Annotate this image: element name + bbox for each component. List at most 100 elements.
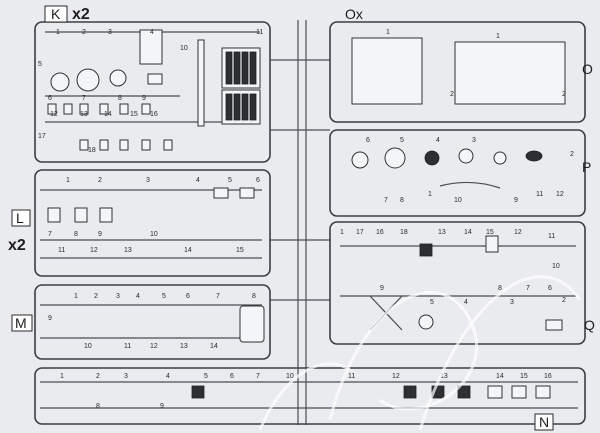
part-number: 3 [124,373,128,380]
part-number: 14 [210,343,218,350]
part-number: 7 [384,197,388,204]
sprue-l-block-part [74,207,88,223]
sprue-k-small-part [147,73,163,85]
sprue-n-runners [40,381,578,409]
part-number: 15 [236,247,244,254]
part-number: 16 [544,373,552,380]
part-number: 9 [514,197,518,204]
part-number: 1 [496,33,500,40]
sprue-m-runners [40,304,262,339]
part-number: 7 [48,231,52,238]
part-number: 2 [562,297,566,304]
sprue-k-count: x2 [72,6,90,23]
sprue-k-part-numbers: 1 2 3 4 5 6 7 8 9 10 11 12 13 14 15 16 1… [38,29,263,154]
part-number: 8 [74,231,78,238]
sprue-p-wheel-part [351,151,369,169]
part-number: 4 [150,29,154,36]
sprue-p-knob-part [525,150,543,162]
part-number: 18 [88,147,96,154]
part-number: 5 [38,61,42,68]
part-number: 9 [380,285,384,292]
part-number: 12 [50,111,58,118]
part-number: 17 [356,229,364,236]
sprue-l-count: x2 [8,237,26,254]
part-number: 1 [386,29,390,36]
part-number: 3 [510,299,514,306]
part-number: 5 [162,293,166,300]
part-number: 9 [142,95,146,102]
sprue-n-dark-part [457,385,471,399]
part-number: 4 [136,293,140,300]
part-number: 8 [252,293,256,300]
sprue-m-letter: M [15,315,27,331]
sprue-p-wheel-part [493,151,507,165]
part-number: 13 [438,229,446,236]
watermark [258,275,582,431]
part-number: 11 [58,247,65,254]
part-number: 14 [184,247,192,254]
part-number: 8 [498,285,502,292]
part-number: 12 [150,343,158,350]
sprue-n-part-numbers: 1 2 3 4 5 6 7 8 9 10 11 12 13 14 15 16 [60,373,552,410]
sprue-n-block-part [535,385,551,399]
part-number: 11 [536,191,543,198]
part-number: 2 [98,177,102,184]
part-number: 8 [118,95,122,102]
sprue-m: M 1 2 3 4 5 6 7 8 9 10 11 12 13 14 [11,284,271,360]
part-number: 1 [74,293,78,300]
part-number: 14 [104,111,112,118]
sprue-n-dark-part [403,385,417,399]
part-number: 16 [376,229,384,236]
sprue-l-small-part [213,187,229,199]
part-number: 3 [108,29,112,36]
part-number: 15 [130,111,138,118]
sprue-l: L x2 1 2 3 4 5 6 7 8 9 10 11 12 13 14 15 [8,169,271,277]
part-number: 1 [66,177,70,184]
sprue-m-part-numbers: 1 2 3 4 5 6 7 8 9 10 11 12 13 14 [48,293,256,350]
part-number: 6 [186,293,190,300]
part-number: 15 [486,229,494,236]
part-number: 2 [82,29,86,36]
part-number: 1 [340,229,344,236]
sprue-k-rod-part [197,39,205,127]
sprue-k-dial-part [109,69,127,87]
part-number: 2 [562,91,566,98]
sprue-m-frame-part [239,305,265,343]
part-number: 5 [430,299,434,306]
sprue-ox-plate-part [351,37,423,105]
part-number: 11 [256,29,263,36]
part-number: 10 [84,343,92,350]
sprue-l-runners [40,189,262,259]
part-number: 5 [400,137,404,144]
sprue-n-letter: N [539,414,549,430]
part-number: 10 [552,263,560,270]
sprue-n: N 1 2 3 4 5 6 7 8 9 10 11 12 13 14 15 16 [34,367,586,431]
part-number: 13 [180,343,188,350]
part-number: 2 [450,91,454,98]
sprue-l-small-part [239,187,255,199]
sprue-ox-letter: Ox [345,6,363,22]
part-number: 5 [204,373,208,380]
sprue-l-block-part [47,207,61,223]
sprue-l-letter: L [16,210,24,226]
sprue-k-bracket-part [139,29,163,65]
part-number: 18 [400,229,408,236]
part-number: 13 [80,111,88,118]
part-number: 10 [150,231,158,238]
part-number: 2 [96,373,100,380]
sprue-q-letter: Q [584,317,595,333]
watermark-stroke [258,362,351,431]
part-number: 9 [48,315,52,322]
sprue-k-dial-part [50,72,70,92]
sprue-m-label-box [11,314,33,332]
sprue-p-part-numbers: 1 2 3 4 5 6 7 8 9 10 11 12 [366,137,574,204]
sprue-p-wheel-part [424,150,440,166]
part-number: 3 [472,137,476,144]
part-number: 1 [60,373,64,380]
part-number: 12 [90,247,98,254]
sprue-k: K x2 1 2 3 4 5 6 [34,5,271,163]
part-number: 7 [256,373,260,380]
sprue-o-plate-part [454,41,566,105]
part-number: 2 [94,293,98,300]
